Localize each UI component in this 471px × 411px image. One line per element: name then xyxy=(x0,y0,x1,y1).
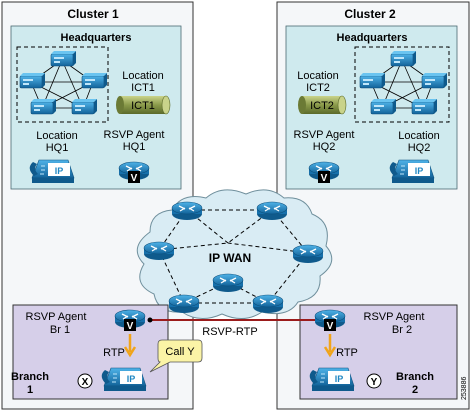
hq-2-server-icon xyxy=(359,72,386,89)
wan-router-icon xyxy=(256,201,288,221)
ict1-trunk-icon xyxy=(116,95,171,115)
branch-1-marker xyxy=(77,373,93,389)
branch-2-ip-phone-icon: IP xyxy=(309,367,355,392)
rsvp-agent-br1-name: Br 1 xyxy=(50,324,70,336)
hq2-ip-phone-icon: IP xyxy=(389,159,435,184)
branch-1-number: 1 xyxy=(27,384,33,396)
location-ict2-name: ICT2 xyxy=(306,82,330,94)
location-ict2-label: Location xyxy=(297,70,339,82)
hq-2-server-icon xyxy=(390,50,417,67)
location-hq1-label: Location xyxy=(36,130,78,142)
branch-2-marker xyxy=(366,373,382,389)
branch-2-marker-label: Y xyxy=(371,377,378,388)
branch-2-rtp-arrow xyxy=(323,334,337,358)
branch-1-rtp-label: RTP xyxy=(103,347,125,359)
wan-router-icon xyxy=(292,244,324,264)
cluster-2-title: Cluster 2 xyxy=(344,7,396,21)
location-hq2-name: HQ2 xyxy=(408,142,431,154)
wan-router-icon xyxy=(168,294,200,314)
rsvp-agent-br1-router-icon: V xyxy=(114,309,146,332)
ip-wan-cloud xyxy=(136,189,333,319)
branch-1-name: Branch xyxy=(11,371,49,383)
svg-text:IP: IP xyxy=(55,166,64,176)
ict2-trunk-label: ICT2 xyxy=(310,100,334,112)
rsvp-rtp-label: RSVP-RTP xyxy=(202,326,257,338)
cluster-1-title: Cluster 1 xyxy=(67,7,119,21)
wan-router-icon xyxy=(143,241,175,261)
rsvp-agent-hq1-router-icon: V xyxy=(118,161,150,184)
rsvp-agent-hq1-name: HQ1 xyxy=(123,141,146,153)
svg-text:V: V xyxy=(127,321,134,332)
rsvp-agent-hq1-label: RSVP Agent xyxy=(104,129,165,141)
rsvp-agent-br2-name: Br 2 xyxy=(392,324,412,336)
rsvp-agent-hq2-name: HQ2 xyxy=(313,141,336,153)
rsvp-agent-br2-label: RSVP Agent xyxy=(364,311,425,323)
location-ict1-label: Location xyxy=(122,70,164,82)
wan-router-icon xyxy=(171,201,203,221)
hq-1-server-icon xyxy=(50,50,77,67)
call-y-callout xyxy=(149,339,203,373)
svg-text:IP: IP xyxy=(335,374,344,384)
branch-1-marker-label: X xyxy=(82,377,89,388)
location-ict1-name: ICT1 xyxy=(131,82,155,94)
hq1-ip-phone-icon: IP xyxy=(29,159,75,184)
svg-text:IP: IP xyxy=(415,166,424,176)
ip-wan-label: IP WAN xyxy=(209,251,251,265)
branch-1-ip-phone-icon: IP xyxy=(101,367,147,392)
rsvp-agent-br1-label: RSVP Agent xyxy=(26,311,87,323)
hq-2-server-icon xyxy=(421,72,448,89)
svg-text:V: V xyxy=(321,173,328,184)
svg-text:IP: IP xyxy=(127,374,136,384)
wan-router-icon xyxy=(212,273,244,293)
branch-1-rtp-arrow xyxy=(123,334,137,358)
location-hq2-label: Location xyxy=(398,130,440,142)
hq-2-title: Headquarters xyxy=(337,32,408,44)
hq-2-server-icon xyxy=(370,98,397,115)
call-y-callout-text: Call Y xyxy=(165,346,195,358)
location-hq1-name: HQ1 xyxy=(46,142,69,154)
wan-router-icon xyxy=(252,294,284,314)
svg-text:V: V xyxy=(131,173,138,184)
ict2-trunk-icon xyxy=(298,95,347,115)
rsvp-agent-hq2-router-icon: V xyxy=(308,161,340,184)
svg-text:V: V xyxy=(327,321,334,332)
rsvp-agent-br2-router-icon: V xyxy=(314,309,346,332)
figure-id: 253886 xyxy=(461,377,468,400)
rsvp-agent-hq2-label: RSVP Agent xyxy=(294,129,355,141)
branch-2-name: Branch xyxy=(396,371,434,383)
hq-2-server-icon xyxy=(411,98,438,115)
hq-1-server-icon xyxy=(71,98,98,115)
hq-1-server-icon xyxy=(81,72,108,89)
hq-1-server-icon xyxy=(30,98,57,115)
hq-1-title: Headquarters xyxy=(61,32,132,44)
hq-1-server-group-outline xyxy=(16,46,109,123)
hq-1-server-icon xyxy=(19,72,46,89)
ict1-trunk-label: ICT1 xyxy=(131,100,155,112)
branch-2-rtp-label: RTP xyxy=(336,347,358,359)
branch-2-number: 2 xyxy=(412,384,418,396)
